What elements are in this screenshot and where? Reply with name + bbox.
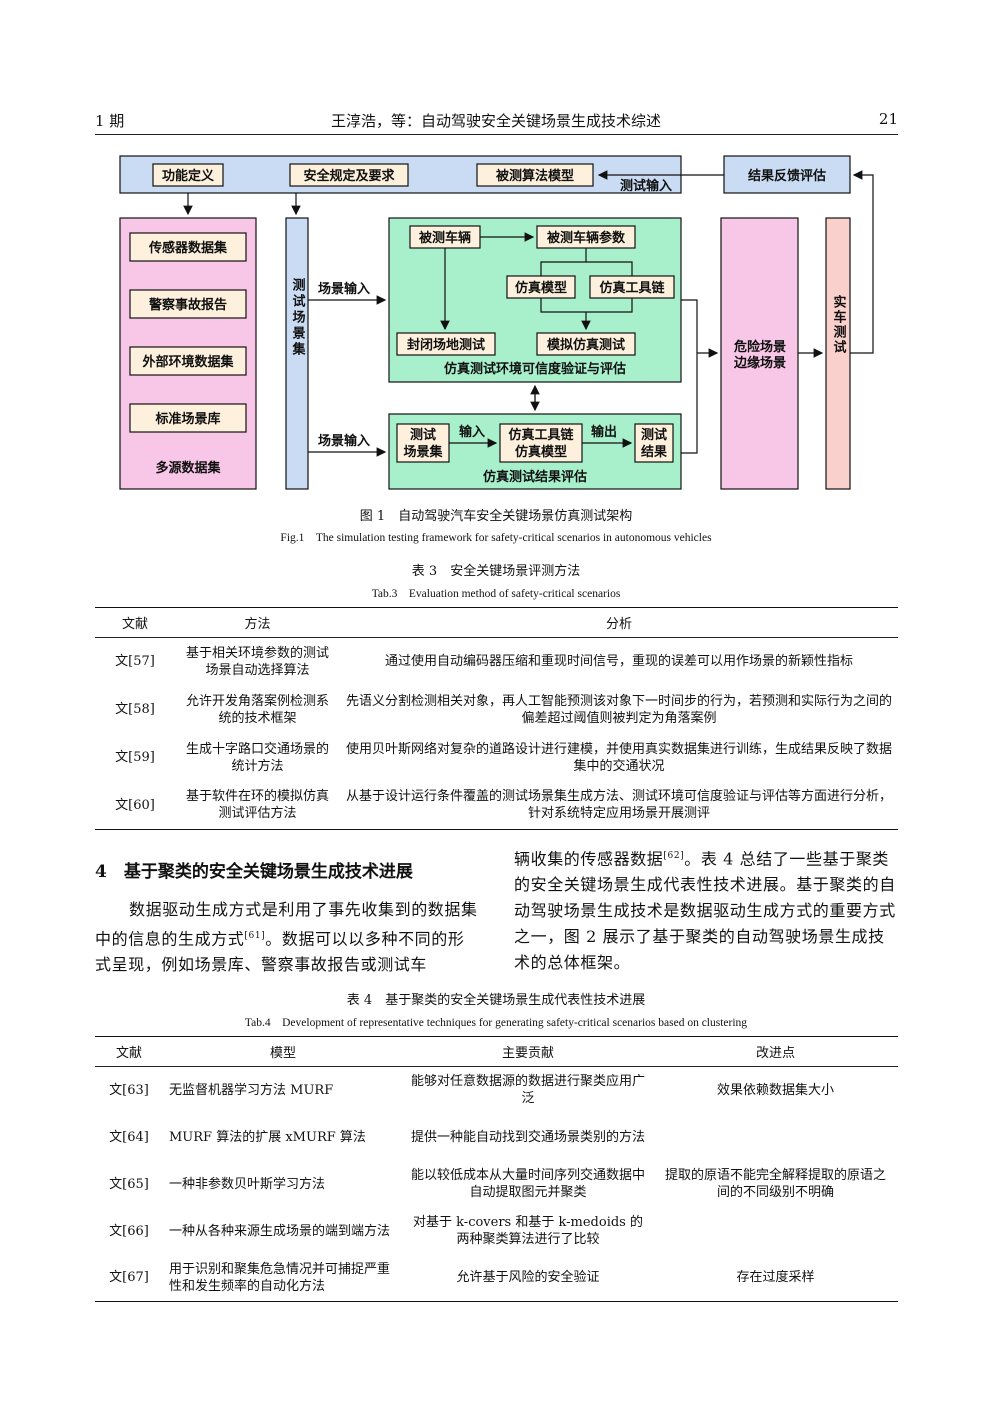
header-page-number: 21 xyxy=(878,110,898,128)
label-env-title: 仿真测试环境可信度验证与评估 xyxy=(444,361,626,377)
table-row: 文[66] 一种从各种来源生成场景的端到端方法 对基于 k-covers 和基于… xyxy=(109,1215,643,1247)
header-rule xyxy=(95,134,898,135)
label-result-outcome-1: 测试 xyxy=(641,427,667,443)
label-safety-rules: 安全规定及要求 xyxy=(303,168,395,184)
figure-1-caption-cn: 图 1 自动驾驶汽车安全关键场景仿真测试架构 xyxy=(359,509,633,524)
label-sim-model: 仿真模型 xyxy=(515,280,567,296)
label-police-report: 警察事故报告 xyxy=(149,297,227,313)
label-result-tool-2: 仿真模型 xyxy=(515,444,567,460)
box-danger-scenes xyxy=(720,217,799,490)
label-test-input: 测试输入 xyxy=(620,178,672,194)
table-4: 文献 模型 主要贡献 改进点 文[63] 无监督机器学习方法 MURF 能够对任… xyxy=(95,1036,898,1302)
table-3-header-analysis: 分析 xyxy=(340,607,898,638)
label-multi-source: 多源数据集 xyxy=(155,460,221,476)
label-result-title: 仿真测试结果评估 xyxy=(483,469,587,485)
label-sim-test: 模拟仿真测试 xyxy=(547,337,625,353)
figure-1-diagram: 功能定义 安全规定及要求 被测算法模型 测试输入 结果反馈评估 传感器数据集 警… xyxy=(119,155,874,490)
table-row: 文[67] 用于识别和聚集危急情况并可捕捉严重性和发生频率的自动化方法 允许基于… xyxy=(109,1261,815,1294)
table-3-caption-en: Tab.3 Evaluation method of safety-critic… xyxy=(371,588,621,600)
label-vehicle: 被测车辆 xyxy=(418,230,471,246)
label-sim-toolchain: 仿真工具链 xyxy=(599,280,665,296)
label-real-car: 实车测试 xyxy=(831,294,847,355)
table-row: 文[58] 允许开发角落案例检测系统的技术框架 先语义分割检测相关对象，再人工智… xyxy=(115,693,893,726)
section-4-title: 4 基于聚类的安全关键场景生成技术进展 xyxy=(95,862,413,882)
table-row: 文[57] 基于相关环境参数的测试场景自动选择算法 通过使用自动编码器压缩和重现… xyxy=(115,645,853,678)
label-closed-field: 封闭场地测试 xyxy=(407,337,485,353)
table-row: 文[63] 无监督机器学习方法 MURF 能够对任意数据源的数据进行聚类应用广泛… xyxy=(109,1074,834,1107)
label-sensor-dataset: 传感器数据集 xyxy=(148,240,228,256)
header-title: 王淳浩，等：自动驾驶安全关键场景生成技术综述 xyxy=(330,112,661,130)
table-4-header-contribution: 主要贡献 xyxy=(403,1036,653,1067)
header-issue: 1 期 xyxy=(95,112,125,130)
table-row: 文[65] 一种非参数贝叶斯学习方法 能以较低成本从大量时间序列交通数据中自动提… xyxy=(109,1168,886,1200)
box-algorithm-model xyxy=(476,163,594,187)
label-feedback: 结果反馈评估 xyxy=(748,168,826,184)
table-4-caption-cn: 表 4 基于聚类的安全关键场景生成代表性技术进展 xyxy=(346,993,646,1008)
table-3: 文献 方法 分析 文[57] 基于相关环境参数的测试场景自动选择算法 通过使用自… xyxy=(95,607,898,830)
table-4-caption-en: Tab.4 Development of representative tech… xyxy=(244,1017,748,1029)
box-function-definition xyxy=(152,163,224,187)
table-4-header-ref: 文献 xyxy=(95,1036,163,1067)
box-real-car xyxy=(825,217,851,490)
label-function-definition: 功能定义 xyxy=(162,168,215,184)
label-external-env-dataset: 外部环境数据集 xyxy=(141,354,234,370)
label-danger-2: 边缘场景 xyxy=(733,355,786,371)
table-3-header-method: 方法 xyxy=(175,607,340,638)
label-vehicle-params: 被测车辆参数 xyxy=(546,230,626,246)
label-result-input: 输入 xyxy=(459,424,485,440)
box-test-scene-set xyxy=(285,217,309,490)
label-standard-scene-library: 标准场景库 xyxy=(154,411,220,427)
label-result-outcome-2: 结果 xyxy=(641,444,667,460)
label-result-scene-1: 测试 xyxy=(410,427,436,443)
box-safety-rules xyxy=(289,163,409,187)
label-result-tool-1: 仿真工具链 xyxy=(508,427,574,443)
label-test-scene-set: 测试场景集 xyxy=(290,277,307,358)
section-4-right-paragraph: 辆收集的传感器数据[62]。表 4 总结了一些基于聚类的安全关键场景生成代表性技… xyxy=(514,849,896,973)
figure-1-caption-en: Fig.1 The simulation testing framework f… xyxy=(280,532,712,544)
table-3-header-ref: 文献 xyxy=(95,607,175,638)
table-row: 文[59] 生成十字路口交通场景的统计方法 使用贝叶斯网络对复杂的道路设计进行建… xyxy=(115,741,893,774)
table-row: 文[60] 基于软件在环的模拟仿真测试评估方法 从基于设计运行条件覆盖的测试场景… xyxy=(115,789,893,822)
label-result-scene-2: 场景集 xyxy=(403,444,443,460)
label-result-output: 输出 xyxy=(591,424,617,440)
label-danger-1: 危险场景 xyxy=(734,339,786,355)
table-4-header-improvement: 改进点 xyxy=(653,1036,898,1067)
label-algorithm-model: 被测算法模型 xyxy=(495,168,574,184)
table-3-caption-cn: 表 3 安全关键场景评测方法 xyxy=(411,564,581,579)
table-4-header-model: 模型 xyxy=(163,1036,403,1067)
section-4-left-paragraph: 数据驱动生成方式是利用了事先收集到的数据集中的信息的生成方式[61]。数据可以以… xyxy=(95,900,478,975)
table-row: 文[64] MURF 算法的扩展 xMURF 算法 提供一种能自动找到交通场景类… xyxy=(109,1129,645,1145)
label-scene-input-1: 场景输入 xyxy=(318,281,370,297)
label-scene-input-2: 场景输入 xyxy=(318,433,370,449)
